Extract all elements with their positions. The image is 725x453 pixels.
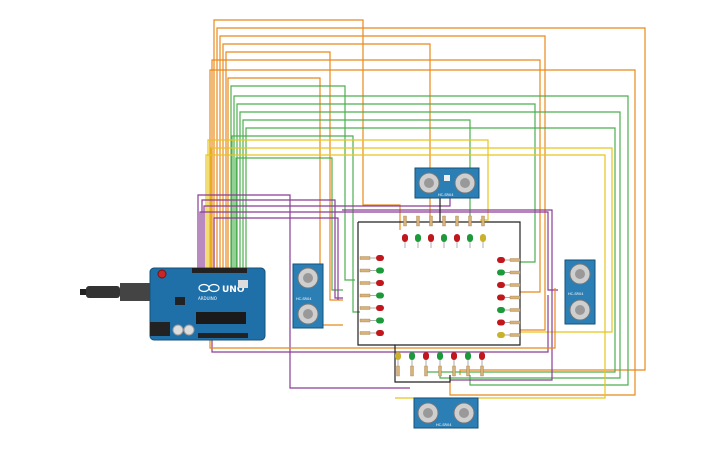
ultrasonic-sensor-left[interactable]: HC-SR04 <box>292 263 324 329</box>
resistor[interactable] <box>429 215 433 227</box>
wire-green[interactable] <box>233 95 629 386</box>
resistor[interactable] <box>359 318 371 323</box>
wire-orange[interactable] <box>209 288 556 349</box>
wire-purple[interactable] <box>203 198 451 270</box>
sensor-label: HC-SR04 <box>436 423 452 427</box>
resistor[interactable] <box>416 215 420 227</box>
resistor[interactable] <box>410 365 414 377</box>
resistor[interactable] <box>466 365 470 377</box>
wire-green[interactable] <box>236 103 536 270</box>
wire-purple[interactable] <box>199 211 558 291</box>
led[interactable] <box>497 257 511 263</box>
wire-orange[interactable] <box>213 19 401 270</box>
led[interactable] <box>454 234 460 248</box>
atmega-chip <box>196 312 246 324</box>
resistor[interactable] <box>359 268 371 273</box>
wire-orange[interactable] <box>219 35 546 331</box>
wire-orange[interactable] <box>225 51 343 301</box>
wire-purple[interactable] <box>211 295 549 353</box>
resistor[interactable] <box>438 365 442 377</box>
resistor[interactable] <box>509 320 521 325</box>
reset-button[interactable] <box>157 269 167 279</box>
resistor[interactable] <box>424 365 428 377</box>
resistor[interactable] <box>396 365 400 377</box>
led[interactable] <box>451 352 457 366</box>
sensor-label: HC-SR04 <box>438 193 454 197</box>
resistor[interactable] <box>455 215 459 227</box>
led[interactable] <box>497 282 511 288</box>
led[interactable] <box>423 352 429 366</box>
ultrasonic-sensor-bottom[interactable]: HC-SR04 <box>413 397 479 429</box>
resistor[interactable] <box>452 365 456 377</box>
wire-layer <box>197 19 646 399</box>
resistor[interactable] <box>509 283 521 287</box>
ultrasonic-sensor-top[interactable]: HC-SR04 <box>414 167 480 199</box>
arduino-uno-board[interactable]: UNO ARDUINO <box>149 267 266 341</box>
led[interactable] <box>409 352 415 366</box>
digital-header[interactable] <box>192 268 247 273</box>
ultrasonic-sensor-right[interactable]: HC-SR04 <box>564 259 596 325</box>
resistor[interactable] <box>509 308 521 312</box>
wire-green[interactable] <box>231 135 360 313</box>
wire-yellow[interactable] <box>210 147 613 333</box>
wire-purple[interactable] <box>342 209 553 381</box>
led[interactable] <box>441 234 447 248</box>
resistor[interactable] <box>468 215 472 227</box>
led[interactable] <box>465 352 471 366</box>
led[interactable] <box>370 280 384 286</box>
led[interactable] <box>370 267 384 274</box>
sensor-label: HC-SR04 <box>568 292 584 296</box>
led[interactable] <box>402 234 408 248</box>
led[interactable] <box>480 234 486 248</box>
wire-yellow[interactable] <box>207 139 489 270</box>
led[interactable] <box>479 352 485 366</box>
led[interactable] <box>437 352 443 366</box>
resistor[interactable] <box>509 270 521 275</box>
resistor[interactable] <box>359 331 371 335</box>
resistor[interactable] <box>481 215 485 227</box>
led-layer <box>359 215 521 377</box>
resistor[interactable] <box>480 365 484 377</box>
led[interactable] <box>497 332 511 338</box>
wire-orange[interactable] <box>209 69 636 396</box>
wire-orange[interactable] <box>216 27 646 375</box>
resistor[interactable] <box>359 281 371 285</box>
board-brand: UNO <box>222 285 245 295</box>
wire-purple[interactable] <box>213 217 339 300</box>
led[interactable] <box>370 292 384 299</box>
led[interactable] <box>497 294 511 301</box>
led[interactable] <box>497 307 511 313</box>
led[interactable] <box>497 319 511 326</box>
led[interactable] <box>467 234 473 248</box>
resistor[interactable] <box>403 215 407 227</box>
sensor-label: HC-SR04 <box>296 297 312 301</box>
resistor[interactable] <box>359 306 371 310</box>
resistor[interactable] <box>359 293 371 298</box>
infinity-logo-icon <box>198 283 220 293</box>
wire-orange[interactable] <box>222 43 431 270</box>
wire-yellow[interactable] <box>205 154 606 399</box>
analog-header[interactable] <box>198 333 248 338</box>
resistor[interactable] <box>359 256 371 260</box>
resistor[interactable] <box>509 295 521 300</box>
resistor[interactable] <box>509 333 521 337</box>
resistor[interactable] <box>509 258 521 262</box>
led[interactable] <box>497 269 511 276</box>
wire-green[interactable] <box>230 85 355 281</box>
led[interactable] <box>370 305 384 311</box>
led[interactable] <box>370 317 384 324</box>
led[interactable] <box>395 352 401 366</box>
wire-green[interactable] <box>239 111 621 379</box>
led[interactable] <box>428 234 434 248</box>
wire-purple[interactable] <box>197 194 410 389</box>
led[interactable] <box>370 330 384 336</box>
board-subtitle: ARDUINO <box>198 296 217 301</box>
wire-orange[interactable] <box>227 77 343 326</box>
led[interactable] <box>415 234 421 248</box>
wire-orange[interactable] <box>211 59 541 293</box>
wire-black-ground[interactable] <box>357 222 395 346</box>
led[interactable] <box>370 255 384 261</box>
resistor[interactable] <box>442 215 446 227</box>
